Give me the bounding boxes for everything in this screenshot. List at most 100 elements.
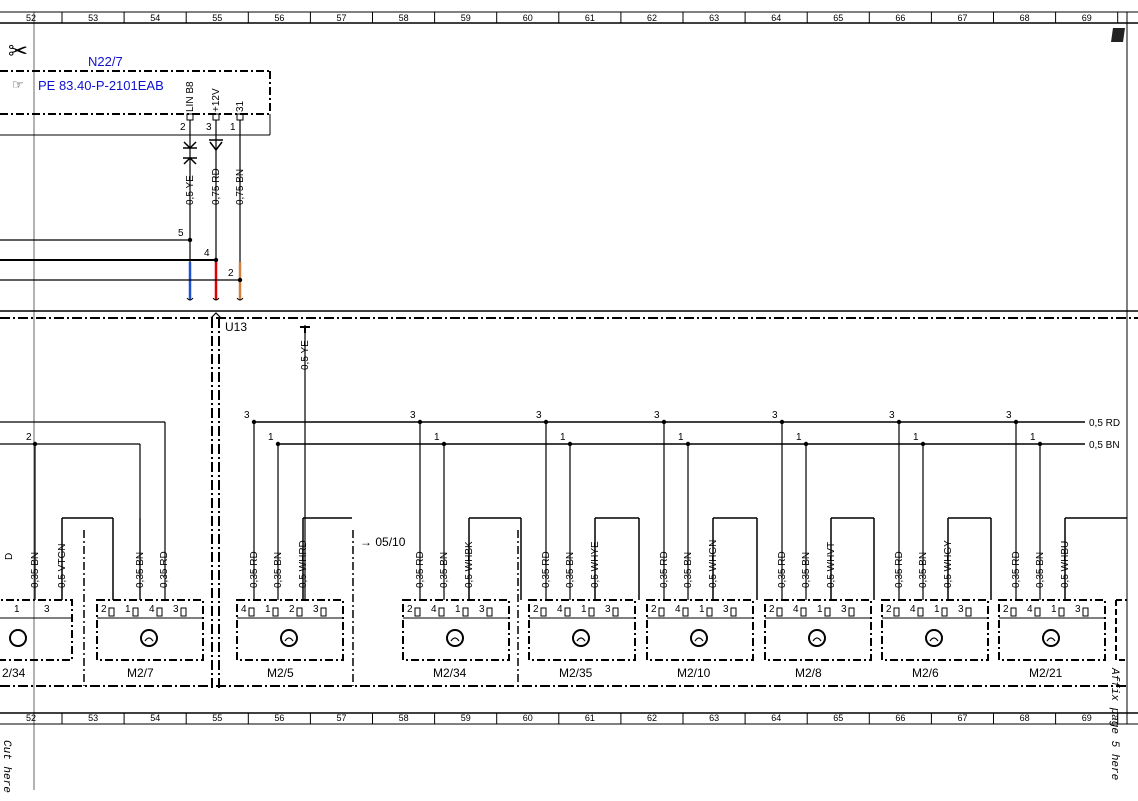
component-label: M2/34 (433, 666, 467, 680)
wire-label: D (4, 553, 15, 560)
component-box (646, 599, 754, 661)
wire-label: 0,35 BN (30, 552, 41, 588)
pin-socket (1058, 607, 1065, 617)
pin-number: 2 (289, 604, 295, 615)
pin-number: 2 (651, 604, 657, 615)
motor-icon-glyph (694, 637, 704, 642)
pin-socket (848, 607, 855, 617)
pin-number: 3 (44, 604, 50, 615)
junction-dot (275, 441, 281, 447)
bus-pin: 1 (678, 432, 684, 443)
ruler-number-top: 64 (771, 13, 781, 23)
ruler-number-top: 55 (212, 13, 222, 23)
pin-number: 2 (101, 604, 107, 615)
reference-link[interactable]: PE 83.40-P-2101EAB (38, 78, 164, 93)
pin-socket (296, 607, 303, 617)
plug-icon (183, 141, 197, 165)
wire-label: 0,35 RD (415, 551, 426, 588)
pin-number: 1 (230, 122, 236, 133)
ruler-number-bottom: 59 (461, 713, 471, 723)
ruler-number-top: 61 (585, 13, 595, 23)
component-label: 2/34 (2, 666, 26, 680)
wire-label: 0,35 BN (1035, 552, 1046, 588)
bus-pin: 1 (1030, 432, 1036, 443)
pin-socket (824, 607, 831, 617)
component-box (881, 599, 989, 661)
ruler-number-bottom: 67 (958, 713, 968, 723)
ruler-number-top: 57 (337, 13, 347, 23)
pin-number: 4 (149, 604, 155, 615)
pin-socket (540, 607, 547, 617)
ruler-number-bottom: 64 (771, 713, 781, 723)
pin-label: +12V (211, 88, 222, 112)
wire-label: 0,5 YE (300, 340, 311, 370)
pin-number: 4 (241, 604, 247, 615)
motor-icon (446, 629, 464, 647)
pin-number: 4 (793, 604, 799, 615)
pin-number: 3 (173, 604, 179, 615)
motor-icon-glyph (929, 637, 939, 642)
bus-pin: 2 (26, 432, 32, 443)
junction-dot (779, 419, 785, 425)
bus-pin: 1 (560, 432, 566, 443)
ruler-number-top: 60 (523, 13, 533, 23)
pin-number: 4 (675, 604, 681, 615)
wire-label: 0,35 RD (159, 551, 170, 588)
pin-number: 1 (125, 604, 131, 615)
ruler-number-top: 58 (399, 13, 409, 23)
component-label: M2/8 (795, 666, 822, 680)
junction-dot (441, 441, 447, 447)
wire-break-icon (236, 297, 244, 301)
junction-dot (685, 441, 691, 447)
junction-dot (32, 441, 38, 447)
bus-pin: 3 (244, 410, 250, 421)
ruler-number-top: 52 (26, 13, 36, 23)
junction-dot (1013, 419, 1019, 425)
pin-socket (248, 607, 255, 617)
junction-dot (251, 419, 257, 425)
pin-number: 3 (313, 604, 319, 615)
reference-arrow[interactable]: → 05/10 (360, 535, 405, 549)
junction-number: 2 (228, 268, 234, 279)
bus-pin: 3 (1006, 410, 1012, 421)
wire-label: 0,35 RD (894, 551, 905, 588)
motor-icon (9, 629, 27, 647)
u13-label: U13 (225, 320, 248, 334)
ruler-number-bottom: 52 (26, 713, 36, 723)
ruler-number-bottom: 53 (88, 713, 98, 723)
pin-socket (156, 607, 163, 617)
wire-label: 0,35 BN (439, 552, 450, 588)
lower-dividers (83, 530, 519, 686)
junction-dot (920, 441, 926, 447)
junction-dot (661, 419, 667, 425)
pin-number: 2 (769, 604, 775, 615)
component-box (764, 599, 872, 661)
wire-label: 0,35 BN (273, 552, 284, 588)
pin-socket (917, 607, 924, 617)
bus-pin: 3 (410, 410, 416, 421)
reference-arrow-label: 05/10 (375, 535, 406, 549)
pin-socket (320, 607, 327, 617)
ruler-number-bottom: 60 (523, 713, 533, 723)
bus-pin: 1 (913, 432, 919, 443)
pin-number: 3 (1075, 604, 1081, 615)
wire-label: 0,35 BN (135, 552, 146, 588)
pin-label: LIN B8 (185, 81, 196, 112)
wire-label: 0,75 BN (235, 169, 246, 205)
motor-icon-glyph (284, 637, 294, 642)
component-label: M2/10 (677, 666, 711, 680)
wire-break-icon (212, 297, 220, 301)
wire-label: 0,75 RD (211, 168, 222, 205)
pin-socket (776, 607, 783, 617)
wire-label: 0,35 BN (683, 552, 694, 588)
wire-label: 0,35 BN (801, 552, 812, 588)
